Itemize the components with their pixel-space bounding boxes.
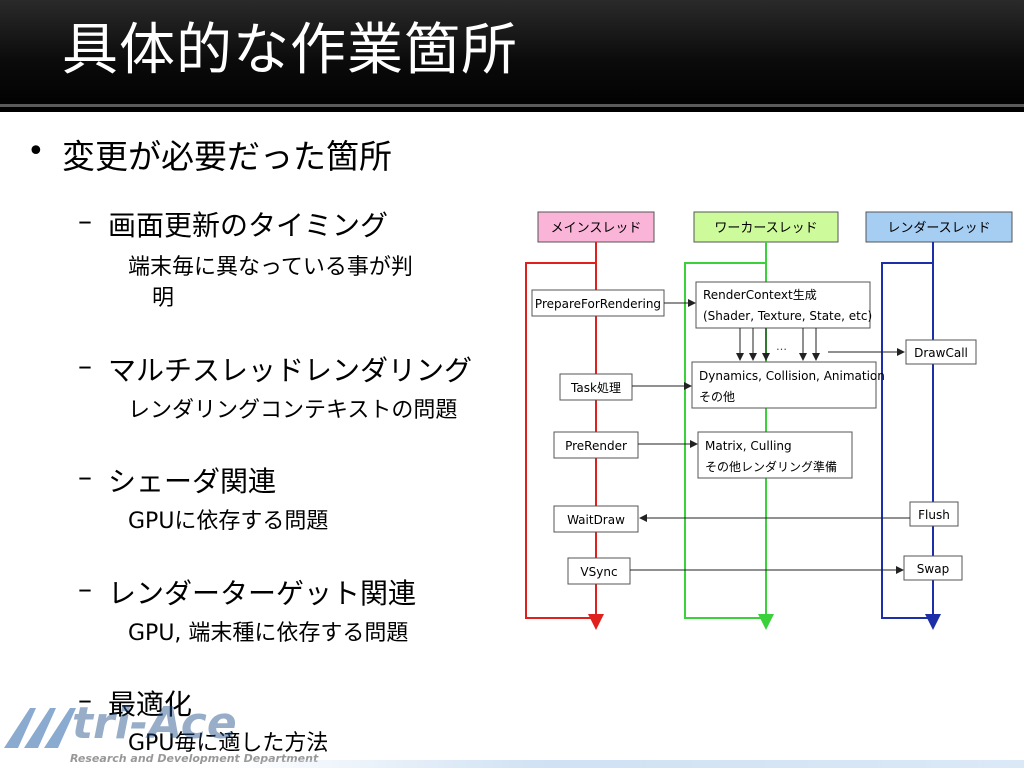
svg-text:その他レンダリング準備: その他レンダリング準備 [705, 459, 837, 474]
worker-box-dynamics: Dynamics, Collision, Animation その他 [691, 361, 885, 409]
main-box-prepare: PrepareForRendering [531, 289, 665, 317]
svg-text:Flush: Flush [918, 508, 950, 522]
dash-icon: – [78, 683, 92, 716]
svg-text:RenderContext生成: RenderContext生成 [703, 288, 817, 302]
item-heading-render-target: レンダーターゲット関連 [108, 577, 417, 610]
item-detail-shader: GPUに依存する問題 [128, 509, 329, 534]
svg-text:DrawCall: DrawCall [914, 346, 968, 360]
title-bar: 具体的な作業箇所 [0, 0, 1024, 110]
item-heading-optimization: 最適化 [108, 688, 193, 721]
svg-text:Task処理: Task処理 [570, 381, 621, 395]
dash-icon: – [78, 349, 92, 382]
svg-text:PrepareForRendering: PrepareForRendering [535, 297, 661, 311]
thread-header-main: メインスレッド [537, 211, 655, 243]
thread-diagram: メインスレッド ワーカースレッド レンダースレッド PrepareForRend… [525, 211, 1013, 630]
bullet-icon: • [27, 134, 45, 169]
item-detail-optimization: GPU毎に適した方法 [128, 731, 329, 756]
svg-text:PreRender: PreRender [565, 439, 627, 453]
item-heading-multithread: マルチスレッドレンダリング [108, 354, 473, 387]
render-box-swap: Swap [903, 555, 963, 581]
thread-header-worker: ワーカースレッド [693, 211, 839, 243]
logo-mark-icon [4, 708, 76, 748]
logo-name: tri-Ace [72, 698, 237, 749]
dash-icon: – [78, 572, 92, 605]
main-box-prerender: PreRender [553, 431, 639, 459]
worker-box-matrix: Matrix, Culling その他レンダリング準備 [697, 431, 853, 479]
message-arrows [630, 299, 910, 574]
thread-header-render: レンダースレッド [865, 211, 1013, 243]
render-box-flush: Flush [909, 501, 959, 527]
item-detail-timing-2: 明 [152, 286, 175, 311]
thread-label-main: メインスレッド [551, 221, 642, 236]
bullet-heading: 変更が必要だった箇所 [62, 137, 392, 176]
item-detail-render-target: GPU, 端末種に依存する問題 [128, 621, 409, 646]
thread-label-worker: ワーカースレッド [714, 221, 817, 236]
slide-title: 具体的な作業箇所 [62, 18, 518, 83]
svg-text:(Shader, Texture, State, etc): (Shader, Texture, State, etc) [703, 309, 872, 323]
item-detail-multithread: レンダリングコンテキストの問題 [128, 398, 458, 423]
svg-text:その他: その他 [699, 390, 735, 404]
svg-text:WaitDraw: WaitDraw [567, 513, 625, 527]
item-heading-timing: 画面更新のタイミング [108, 209, 389, 242]
thread-label-render: レンダースレッド [887, 221, 990, 236]
dash-icon: – [78, 204, 92, 237]
footer-bar [230, 760, 1024, 768]
main-box-task: Task処理 [559, 373, 633, 401]
svg-text:VSync: VSync [580, 565, 617, 579]
main-box-vsync: VSync [567, 557, 631, 585]
item-detail-timing-1: 端末毎に異なっている事が判 [128, 255, 413, 280]
worker-box-rendercontext: RenderContext生成 (Shader, Texture, State,… [695, 281, 872, 329]
main-box-waitdraw: WaitDraw [553, 505, 639, 533]
ellipsis-text: … [776, 340, 787, 353]
render-box-drawcall: DrawCall [905, 339, 977, 365]
item-heading-shader: シェーダ関連 [108, 465, 277, 498]
svg-text:Matrix, Culling: Matrix, Culling [705, 439, 792, 453]
dash-icon: – [78, 460, 92, 493]
svg-text:Swap: Swap [917, 562, 949, 576]
slide-content: • 変更が必要だった箇所 – 画面更新のタイミング 端末毎に異なっている事が判 … [0, 112, 1024, 768]
tri-ace-logo: tri-Ace Research and Development Departm… [0, 698, 318, 768]
svg-text:Dynamics, Collision, Animation: Dynamics, Collision, Animation [699, 369, 885, 383]
